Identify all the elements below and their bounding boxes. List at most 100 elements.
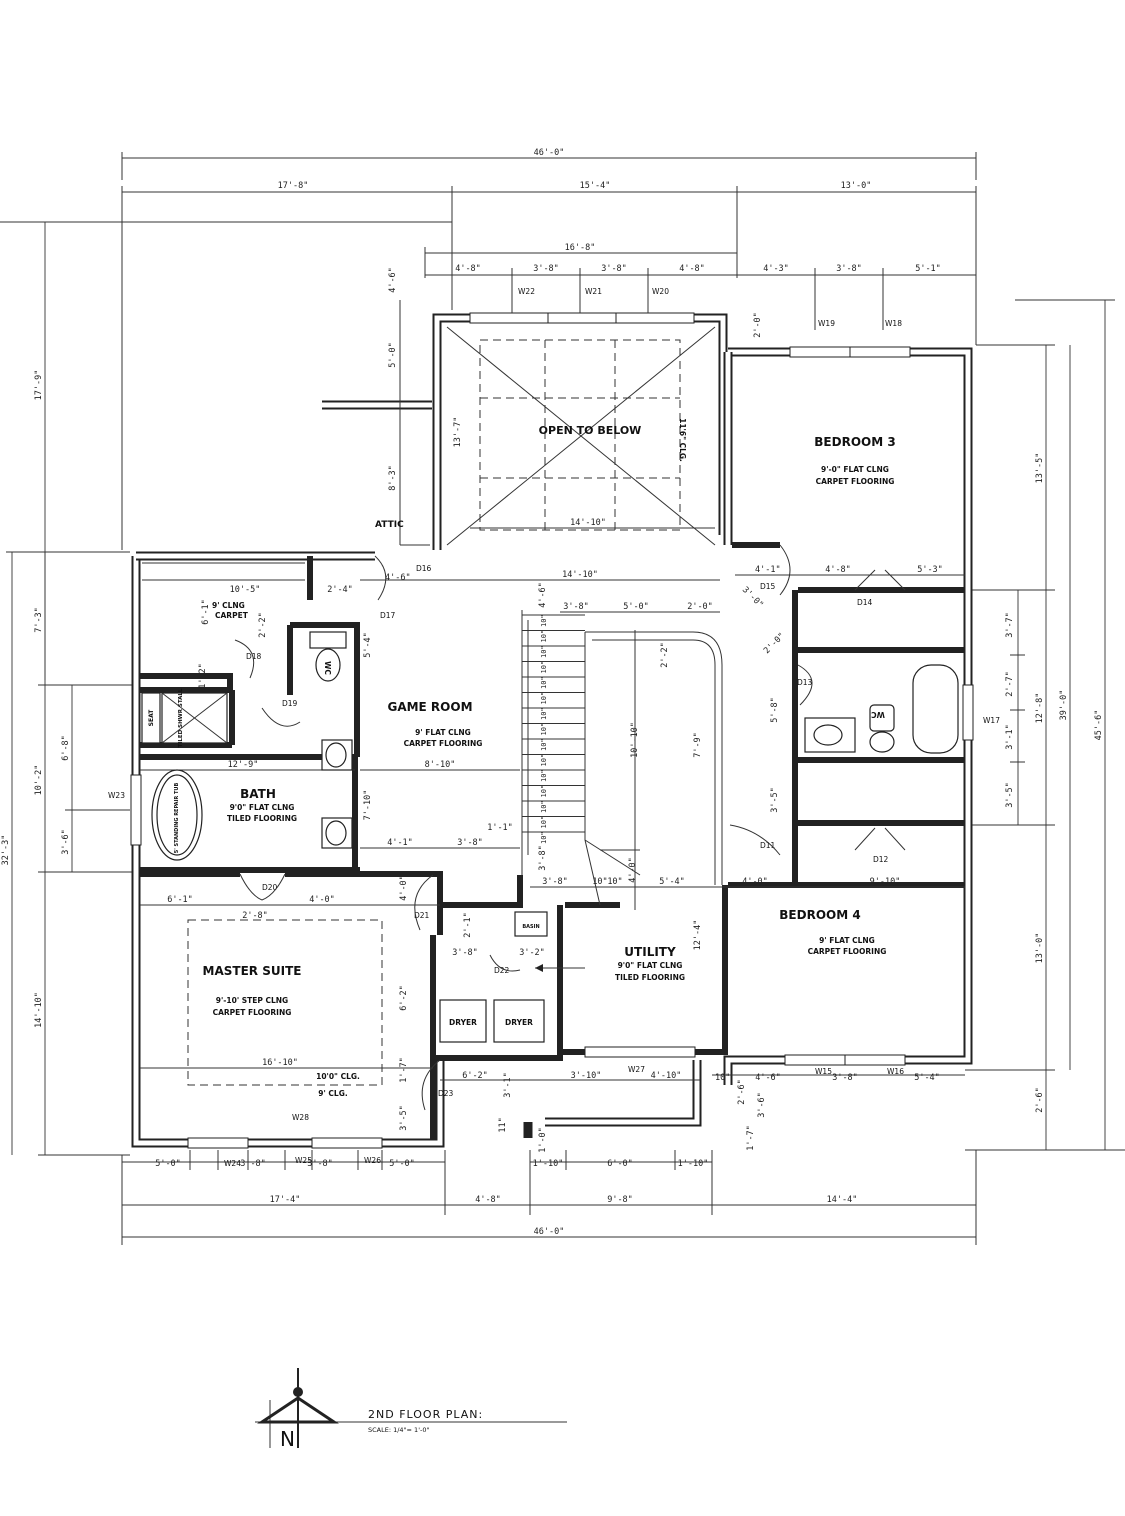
stair-dims: 3'-8" 5'-0" 2'-0" 2'-2" 10'-10" 7'-9" 3'… xyxy=(530,602,965,910)
basin-label: BASIN xyxy=(522,924,539,930)
game-room: GAME ROOM 9' FLAT CLNG CARPET FLOORING 1… xyxy=(327,555,720,849)
stair-riser-label: 10" xyxy=(540,831,548,844)
dim-bot-total: 46'-0" xyxy=(534,1227,565,1237)
tag-d22: D22 xyxy=(494,966,510,975)
dim-3-6b: 3'-6" xyxy=(757,1092,767,1118)
dim-w6: 3'-8" xyxy=(836,264,862,274)
bedroom3-name: BEDROOM 3 xyxy=(814,435,895,449)
dim-bot-d: 14'-4" xyxy=(827,1195,858,1205)
stairs: 10"10"10"10"10"10"10"10"10"10"10"10"10"1… xyxy=(522,614,641,906)
stair-riser-label: 10" xyxy=(540,800,548,813)
dim-7-10: 7'-10" xyxy=(363,790,373,821)
dim-5-8: 5'-8" xyxy=(770,697,780,723)
dim-5-4b: 5'-4" xyxy=(659,877,685,887)
stair-riser-label: 10" xyxy=(540,676,548,689)
stair-winder xyxy=(584,839,601,906)
tag-d19: D19 xyxy=(282,699,298,708)
tag-w26: W26 xyxy=(364,1156,381,1165)
attic-label: ATTIC xyxy=(375,520,404,530)
dim-w7: 5'-1" xyxy=(915,264,941,274)
dim-r-3-5: 3'-5" xyxy=(1005,782,1015,808)
dim-6-1: 6'-1" xyxy=(201,599,211,625)
stair-riser-label: 10" xyxy=(540,614,548,627)
tag-d11: D11 xyxy=(760,841,776,850)
utility-line2: TILED FLOORING xyxy=(615,973,685,982)
dim-2-2: 2'-2" xyxy=(660,642,670,668)
dim-9-10: 9'-10" xyxy=(870,877,901,887)
dim-6-2: 6'-2" xyxy=(399,985,409,1011)
tag-d18: D18 xyxy=(246,652,262,661)
dim-4-6a: 4'-6" xyxy=(388,267,398,293)
dim-left-top: 17'-9" xyxy=(34,370,44,401)
bedroom4-name: BEDROOM 4 xyxy=(779,908,860,922)
dim-4-6c: 4'-6" xyxy=(538,582,548,608)
bedroom-3: BEDROOM 3 9'-0" FLAT CLNG CARPET FLOORIN… xyxy=(735,435,965,610)
utility: DRYER DRYER BASIN 3'-2" 3'-8" 2'-1" D22 … xyxy=(439,911,703,1153)
dim-3-5b: 3'-5" xyxy=(399,1105,409,1131)
tag-w27: W27 xyxy=(628,1065,645,1074)
stair-winder xyxy=(584,839,641,876)
dim-left-bottom: 32'-3" xyxy=(1,835,11,866)
dim-left-7-3: 7'-3" xyxy=(34,607,44,633)
dim-2-0c: 2'-0" xyxy=(762,631,787,656)
tag-w24: W24 xyxy=(224,1159,241,1168)
dim-12-4: 12'-4" xyxy=(693,920,703,951)
dim-bot-3: 3'-8" xyxy=(307,1159,333,1169)
hall-bath: WC D13 5'-8" 3'-5" 2'-0" xyxy=(762,631,959,813)
dim-4-1a: 4'-1" xyxy=(387,838,413,848)
left-dimension-lines: 17'-9" 32'-3" 14'-10" 7'-3" 10'-2" 6'-8"… xyxy=(0,221,452,1156)
bath-line2: TILED FLOORING xyxy=(227,814,297,823)
master-line2: CARPET FLOORING xyxy=(213,1008,292,1017)
dim-bot-b: 4'-8" xyxy=(475,1195,501,1205)
dim-8-10: 8'-10" xyxy=(425,760,456,770)
dim-3-8c: 3'-8" xyxy=(832,1073,858,1083)
tag-w22: W22 xyxy=(518,287,535,296)
open-to-below: OPEN TO BELOW 11'6" CLG. 13'-7" 14'-10" … xyxy=(375,267,763,546)
stair-riser-label: 10" xyxy=(540,785,548,798)
stair-riser-label: 10" xyxy=(540,769,548,782)
dim-bot-a: 17'-4" xyxy=(270,1195,301,1205)
plan-scale: SCALE: 1/4"= 1'-0" xyxy=(368,1426,429,1434)
tag-d16: D16 xyxy=(416,564,432,573)
bottom-dimension-lines: 5'-0" W24 3'-8" W25 3'-8" W26 5'-0" 1'-1… xyxy=(121,1150,977,1245)
dim-14-10b: 14'-10" xyxy=(562,570,598,580)
bedroom3-line2: CARPET FLOORING xyxy=(816,477,895,486)
dim-3-1b: 3'-1" xyxy=(503,1072,513,1098)
tag-w18: W18 xyxy=(885,319,902,328)
dim-right-total2: 45'-6" xyxy=(1094,710,1104,741)
dim-bot-u2: 6'-0" xyxy=(607,1159,633,1169)
dim-r-2-7: 2'-7" xyxy=(1005,671,1015,697)
dim-bot-4: 5'-0" xyxy=(389,1159,415,1169)
dim-top-mid: 16'-8" xyxy=(565,243,596,253)
closet: 10'-5" 9' CLNG CARPET 6'-1" 2'-2" 1'-2" … xyxy=(142,562,347,727)
stair-riser-label: 10" xyxy=(540,723,548,736)
dim-left-6-8: 6'-8" xyxy=(61,735,71,761)
dim-4-6d: 4'-6" xyxy=(755,1073,781,1083)
dim-4-8a: 4'-8" xyxy=(825,565,851,575)
dim-w3: 3'-8" xyxy=(601,264,627,274)
dim-3-5c: 3'-5" xyxy=(770,787,780,813)
dim-3-8f: 3'-8" xyxy=(542,877,568,887)
dim-r-3-1: 3'-1" xyxy=(1005,724,1015,750)
game-room-name: GAME ROOM xyxy=(387,700,472,714)
dim-12-9: 12'-9" xyxy=(228,760,259,770)
tag-w23: W23 xyxy=(108,791,125,800)
plan-title: 2ND FLOOR PLAN: xyxy=(368,1408,483,1421)
dim-right-d: 2'-6" xyxy=(1035,1087,1045,1113)
shower-label: TILED SHWR STALL xyxy=(178,688,184,747)
bath-line1: 9'0" FLAT CLNG xyxy=(230,803,295,812)
tag-w20: W20 xyxy=(652,287,669,296)
stair-riser-label: 10" xyxy=(540,707,548,720)
stair-riser-label: 10" xyxy=(540,754,548,767)
game-room-line1: 9' FLAT CLNG xyxy=(415,728,471,737)
dim-10b: 10" xyxy=(607,877,622,887)
north-label: N xyxy=(280,1427,295,1451)
dim-1-0: 1'-0" xyxy=(538,1127,548,1153)
dim-10a: 10" xyxy=(592,877,607,887)
dim-5-3: 5'-3" xyxy=(917,565,943,575)
open-clg-label: 11'6" CLG. xyxy=(678,418,687,462)
dim-3-8e: 3'-8" xyxy=(538,845,548,871)
tag-w25: W25 xyxy=(295,1156,312,1165)
interior-walls xyxy=(140,542,965,1140)
tag-d23: D23 xyxy=(438,1089,454,1098)
